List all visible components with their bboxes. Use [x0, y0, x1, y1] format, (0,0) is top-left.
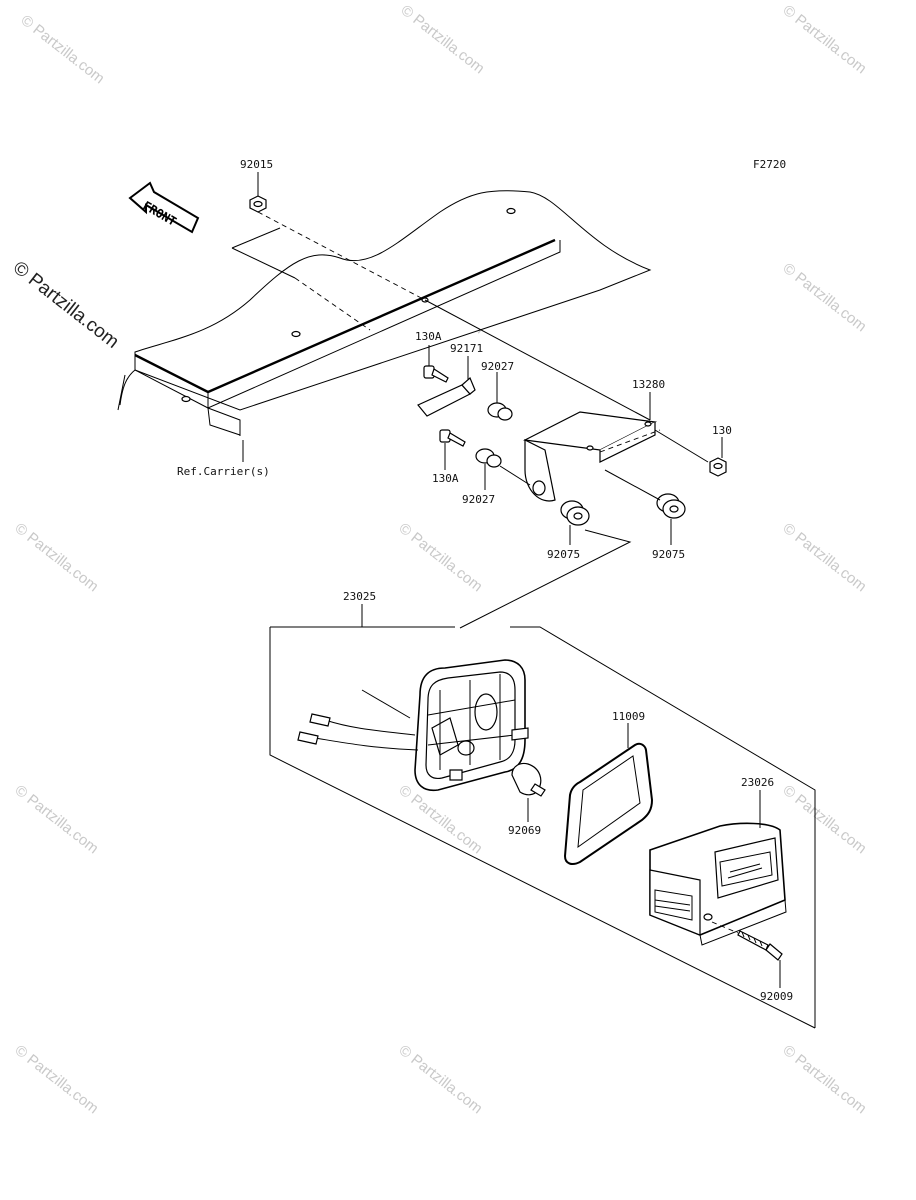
- watermark: © Partzilla.com: [780, 520, 870, 596]
- bolt-130a-bottom[interactable]: [439, 429, 466, 447]
- part-label-130a-top[interactable]: 130A: [415, 330, 442, 343]
- bracket-13280[interactable]: [523, 411, 657, 502]
- grommet-92075-left[interactable]: [560, 500, 590, 526]
- part-label-11009[interactable]: 11009: [612, 710, 645, 723]
- watermark: © Partzilla.com: [12, 782, 102, 858]
- part-label-130[interactable]: 130: [712, 424, 732, 437]
- part-label-92015[interactable]: 92015: [240, 158, 273, 171]
- nut-92015[interactable]: [249, 195, 267, 213]
- watermark: © Partzilla.com: [12, 1042, 102, 1118]
- part-label-23025[interactable]: 23025: [343, 590, 376, 603]
- part-label-92027-top[interactable]: 92027: [481, 360, 514, 373]
- watermark: © Partzilla.com: [780, 260, 870, 336]
- nut-130[interactable]: [709, 457, 727, 477]
- diagram-code: F2720: [753, 158, 786, 171]
- watermark: © Partzilla.com: [396, 782, 486, 858]
- part-label-92075-right[interactable]: 92075: [652, 548, 685, 561]
- watermark: © Partzilla.com: [780, 782, 870, 858]
- part-label-13280[interactable]: 13280: [632, 378, 665, 391]
- collar-92027-top[interactable]: [487, 402, 513, 421]
- screw-92009[interactable]: [737, 930, 783, 961]
- watermark: © Partzilla.com: [780, 1042, 870, 1118]
- grommet-92075-right[interactable]: [656, 493, 686, 519]
- lens-cover-23026[interactable]: [649, 790, 787, 946]
- bulb-92069[interactable]: [511, 762, 546, 797]
- part-label-92009[interactable]: 92009: [760, 990, 793, 1003]
- watermark: © Partzilla.com: [398, 2, 488, 78]
- watermark: © Partzilla.com: [396, 1042, 486, 1118]
- part-label-92069[interactable]: 92069: [508, 824, 541, 837]
- watermark: © Partzilla.com: [18, 12, 108, 88]
- part-label-92171[interactable]: 92171: [450, 342, 483, 355]
- part-label-23026[interactable]: 23026: [741, 776, 774, 789]
- carrier-body: [117, 190, 652, 436]
- lens-gasket-11009[interactable]: [563, 742, 654, 865]
- collar-92027-bottom[interactable]: [475, 448, 502, 468]
- ref-carrier-label[interactable]: Ref.Carrier(s): [177, 465, 270, 478]
- taillight-housing-23025[interactable]: [297, 659, 529, 792]
- part-label-92027-bottom[interactable]: 92027: [462, 493, 495, 506]
- watermarks: © Partzilla.com © Partzilla.com © Partzi…: [12, 2, 870, 1118]
- watermark: © Partzilla.com: [780, 2, 870, 78]
- part-label-130a-bottom[interactable]: 130A: [432, 472, 459, 485]
- clip-92171[interactable]: [417, 376, 476, 417]
- watermark: © Partzilla.com: [396, 520, 486, 596]
- bolt-130a-top[interactable]: [423, 365, 449, 383]
- side-watermark: © Partzilla.com: [9, 257, 123, 352]
- front-arrow-icon: FRONT: [128, 181, 200, 234]
- part-label-92075-left[interactable]: 92075: [547, 548, 580, 561]
- watermark: © Partzilla.com: [12, 520, 102, 596]
